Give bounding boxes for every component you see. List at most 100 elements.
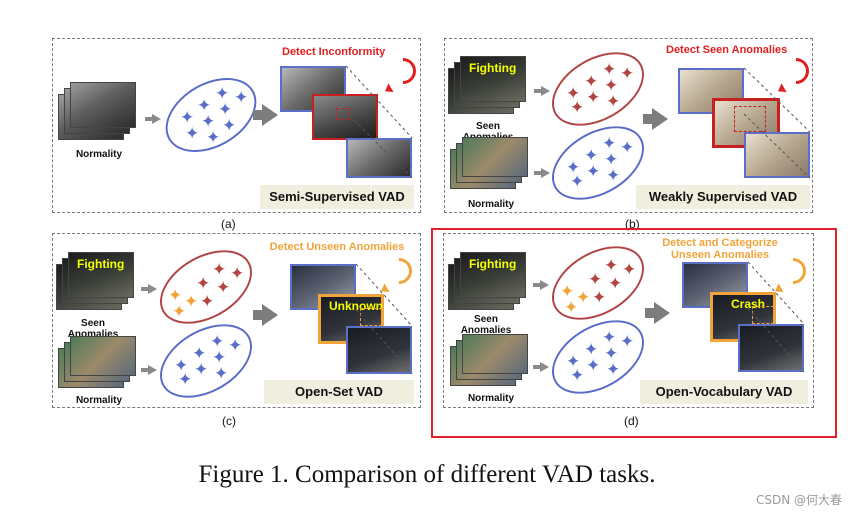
anomalous-frame xyxy=(312,94,378,140)
anomaly-point: ✦ xyxy=(606,92,621,112)
normality-label: Normality xyxy=(75,149,123,160)
normality-label: Normality xyxy=(467,393,515,404)
fighting-video-stack: Fighting xyxy=(56,252,140,316)
highlight-frame xyxy=(431,228,837,438)
watermark: CSDN @何大春 xyxy=(755,493,842,507)
normal-point: ✦ xyxy=(218,100,233,120)
normality-video-stack xyxy=(58,82,142,146)
panel-label: (b) xyxy=(625,217,640,231)
output-frame xyxy=(738,324,804,372)
normal-point: ✦ xyxy=(584,146,599,166)
anomaly-point: ✦ xyxy=(584,72,599,92)
panel-label: (d) xyxy=(624,414,639,428)
panel-a xyxy=(52,38,421,213)
panel-label: (a) xyxy=(221,217,236,231)
panel-c xyxy=(52,233,421,408)
fighting-label: Fighting xyxy=(77,257,125,271)
normal-point: ✦ xyxy=(620,138,635,158)
task-title: Open-Set VAD xyxy=(264,380,414,404)
anomaly-point: ✦ xyxy=(196,274,211,294)
normal-point: ✦ xyxy=(602,328,617,348)
normal-point: ✦ xyxy=(201,112,216,132)
seen-anomalies-label: Seen Anomalies xyxy=(460,314,512,336)
normality-label: Normality xyxy=(75,395,123,406)
panel-b xyxy=(444,38,813,213)
detect-text: Detect Seen Anomalies xyxy=(666,44,788,56)
anomaly-point: ✦ xyxy=(620,64,635,84)
normal-point: ✦ xyxy=(606,166,621,186)
normal-point: ✦ xyxy=(212,348,227,368)
anomaly-point: ✦ xyxy=(566,84,581,104)
fighting-video-stack: Fighting xyxy=(448,56,532,120)
fighting-video-stack: Fighting xyxy=(448,252,532,316)
normal-point: ✦ xyxy=(185,124,200,144)
normal-point: ✦ xyxy=(206,128,221,148)
output-frame xyxy=(346,138,412,178)
normal-point: ✦ xyxy=(194,360,209,380)
anomaly-point: ✦ xyxy=(622,260,637,280)
normal-point: ✦ xyxy=(566,158,581,178)
normal-point: ✦ xyxy=(602,134,617,154)
input-arrow xyxy=(141,365,157,375)
unseen-point: ✦ xyxy=(576,288,591,308)
input-arrow xyxy=(145,114,161,124)
anomaly-point: ✦ xyxy=(604,256,619,276)
normal-point: ✦ xyxy=(604,150,619,170)
anomaly-region xyxy=(752,306,774,324)
fighting-label: Fighting xyxy=(469,257,517,271)
anomaly-point: ✦ xyxy=(570,98,585,118)
normal-point: ✦ xyxy=(584,340,599,360)
anomaly-region xyxy=(360,308,382,326)
normal-point: ✦ xyxy=(192,344,207,364)
anomaly-region xyxy=(734,106,766,132)
task-title: Open-Vocabulary VAD xyxy=(640,380,808,404)
normality-label: Normality xyxy=(467,199,515,210)
normal-point: ✦ xyxy=(222,116,237,136)
output-frame xyxy=(346,326,412,374)
anomaly-point: ✦ xyxy=(602,60,617,80)
input-arrow xyxy=(534,86,550,96)
normal-point: ✦ xyxy=(174,356,189,376)
anomaly-point: ✦ xyxy=(216,278,231,298)
normal-point: ✦ xyxy=(210,332,225,352)
crash-label: Crash xyxy=(731,297,766,311)
panel-label: (c) xyxy=(222,414,236,428)
unseen-point: ✦ xyxy=(168,286,183,306)
normal-point: ✦ xyxy=(178,370,193,390)
normal-point: ✦ xyxy=(604,344,619,364)
normal-point: ✦ xyxy=(570,366,585,386)
unknown-label: Unknown xyxy=(329,299,383,313)
panel-d xyxy=(443,233,814,408)
normal-point: ✦ xyxy=(606,360,621,380)
anomaly-point: ✦ xyxy=(586,88,601,108)
unseen-point: ✦ xyxy=(172,302,187,322)
figure-caption: Figure 1. Comparison of different VAD ta… xyxy=(198,461,656,488)
normal-point: ✦ xyxy=(586,162,601,182)
output-arrow xyxy=(645,302,670,324)
anomaly-region xyxy=(336,108,350,120)
normal-point: ✦ xyxy=(180,108,195,128)
normal-point: ✦ xyxy=(197,96,212,116)
normal-point: ✦ xyxy=(234,88,249,108)
normality-video-stack xyxy=(450,137,534,195)
unseen-point: ✦ xyxy=(564,298,579,318)
task-title: Semi-Supervised VAD xyxy=(260,185,414,209)
normal-point: ✦ xyxy=(620,332,635,352)
output-frame xyxy=(744,132,810,178)
normal-point: ✦ xyxy=(586,356,601,376)
input-arrow xyxy=(141,284,157,294)
unseen-point: ✦ xyxy=(560,282,575,302)
normal-point: ✦ xyxy=(566,352,581,372)
anomaly-point: ✦ xyxy=(588,270,603,290)
normal-point: ✦ xyxy=(215,84,230,104)
normal-point: ✦ xyxy=(228,336,243,356)
normal-point: ✦ xyxy=(570,172,585,192)
output-arrow xyxy=(253,304,278,326)
anomaly-point: ✦ xyxy=(604,76,619,96)
input-arrow xyxy=(534,168,550,178)
input-arrow xyxy=(533,280,549,290)
output-arrow xyxy=(643,108,668,130)
detect-text: Detect Unseen Anomalies xyxy=(269,241,405,253)
unseen-point: ✦ xyxy=(184,292,199,312)
anomaly-point: ✦ xyxy=(592,288,607,308)
